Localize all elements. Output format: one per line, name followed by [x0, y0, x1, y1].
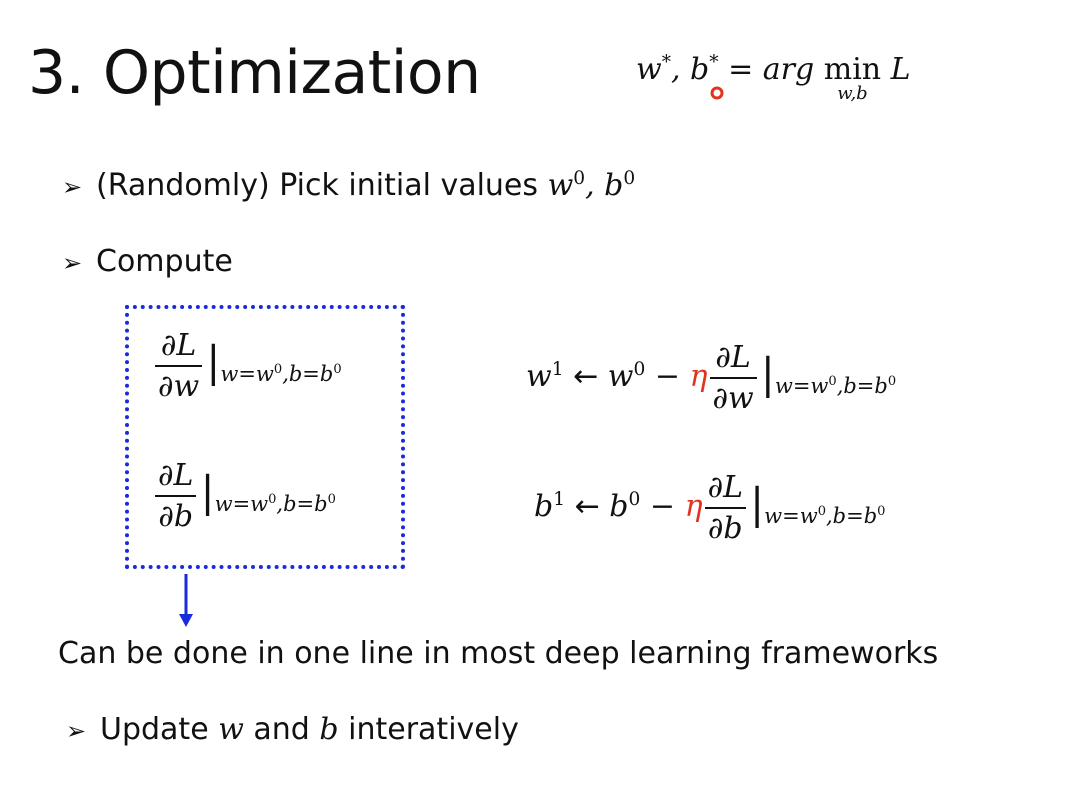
gradient-w-formula: ∂L∂w|w=w0,b=b0	[153, 328, 342, 404]
gradient-box	[125, 305, 405, 569]
var-b: b	[319, 712, 339, 747]
bullet-initial-values: ➢ (Randomly) Pick initial values w0, b0	[62, 168, 635, 203]
bullet-arrow-icon: ➢	[62, 249, 83, 277]
bullet-arrow-icon: ➢	[62, 173, 83, 201]
gradient-b-formula: ∂L∂b|w=w0,b=b0	[153, 458, 336, 534]
bullet-initial-values-text: (Randomly) Pick initial values	[96, 168, 548, 203]
laser-pointer-icon	[710, 86, 724, 100]
update-b-formula: b1 ← b0 − η∂L∂b|w=w0,b=b0	[534, 470, 886, 546]
down-arrow-icon	[179, 574, 193, 627]
bullet-update-text-2: and	[243, 712, 320, 747]
bullet-compute-text: Compute	[96, 244, 233, 279]
bullet-update-text-3: interatively	[338, 712, 519, 747]
initial-values-math: w0, b0	[547, 168, 636, 203]
slide-title: 3. Optimization	[28, 38, 481, 108]
bullet-compute: ➢ Compute	[62, 244, 233, 279]
var-w: w	[218, 712, 244, 747]
update-w-formula: w1 ← w0 − η∂L∂w|w=w0,b=b0	[526, 340, 897, 416]
bullet-update: ➢ Update w and b interatively	[66, 712, 519, 747]
bullet-arrow-icon: ➢	[66, 717, 87, 745]
framework-note: Can be done in one line in most deep lea…	[58, 636, 939, 671]
bullet-update-text-1: Update	[100, 712, 219, 747]
